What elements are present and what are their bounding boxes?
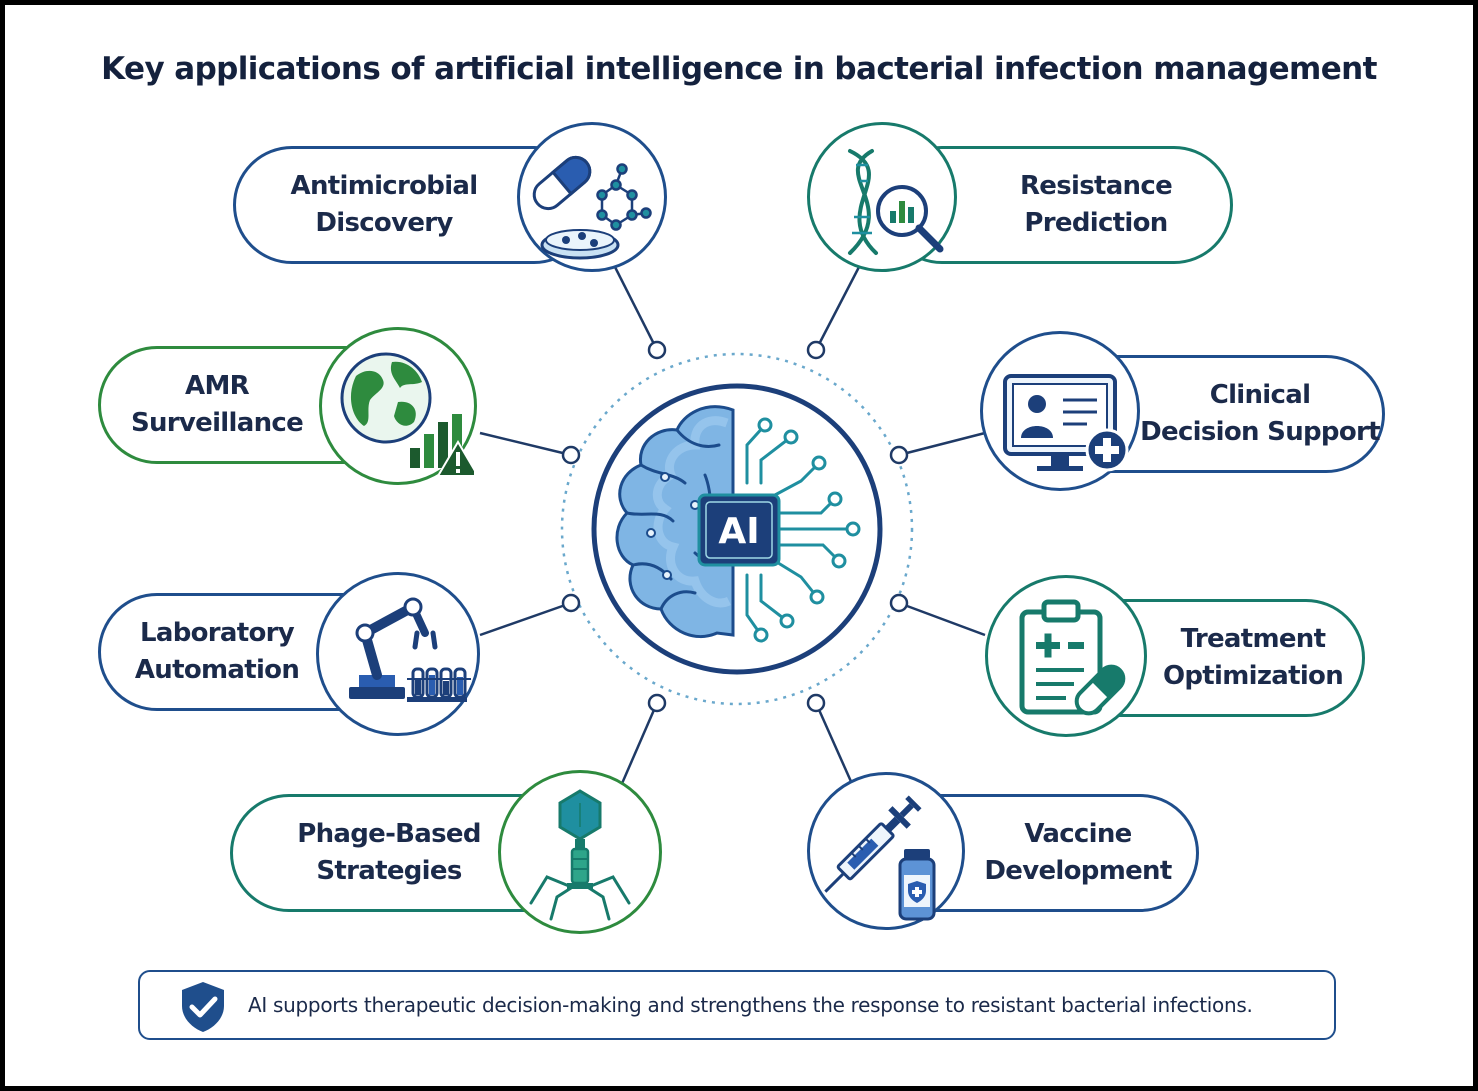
- globe-chart-warning-icon: [340, 352, 474, 477]
- icon-circle-treatment-optimization: [985, 575, 1147, 737]
- connector-lines: [479, 266, 986, 796]
- card-label: Antimicrobial Discovery: [290, 171, 479, 238]
- syringe-vial-icon: [824, 795, 936, 921]
- summary-banner: AI supports therapeutic decision-making …: [138, 970, 1336, 1040]
- bacteriophage-icon: [529, 789, 631, 921]
- icon-circle-antimicrobial-discovery: [517, 122, 667, 272]
- card-label: Resistance Prediction: [1019, 171, 1173, 238]
- hub-diagram: AI: [479, 266, 986, 796]
- capsule-molecule-petri-dish-icon: [532, 155, 652, 260]
- card-label: Clinical Decision Support: [1140, 380, 1380, 447]
- infographic: Key applications of artificial intellige…: [5, 5, 1473, 1086]
- shield-check-icon: [182, 982, 224, 1032]
- icon-circle-amr-surveillance: [319, 327, 477, 485]
- icon-circle-phage-based-strategies: [498, 770, 662, 934]
- monitor-patient-plus-icon: [1003, 374, 1129, 472]
- card-label: AMR Surveillance: [130, 371, 304, 438]
- icon-circle-vaccine-development: [807, 772, 965, 930]
- clipboard-capsule-icon: [1019, 599, 1126, 716]
- icon-circle-clinical-decision-support: [980, 331, 1140, 491]
- page-title: Key applications of artificial intellige…: [101, 51, 1377, 87]
- summary-text: AI supports therapeutic decision-making …: [248, 993, 1253, 1017]
- card-label: Treatment Optimization: [1162, 624, 1344, 691]
- robot-arm-test-tubes-icon: [349, 597, 471, 702]
- card-label: Phage-Based Strategies: [297, 819, 481, 886]
- ai-chip-label: AI: [718, 511, 759, 552]
- dna-magnifier-icon: [848, 149, 944, 255]
- icon-circle-resistance-prediction: [807, 122, 957, 272]
- brain-circuit-icon: [615, 405, 861, 643]
- orbit-ring: [560, 352, 914, 706]
- connector-nodes: [561, 340, 909, 713]
- card-label: Laboratory Automation: [134, 618, 300, 685]
- card-label: Vaccine Development: [984, 819, 1172, 886]
- icon-circle-laboratory-automation: [316, 572, 480, 736]
